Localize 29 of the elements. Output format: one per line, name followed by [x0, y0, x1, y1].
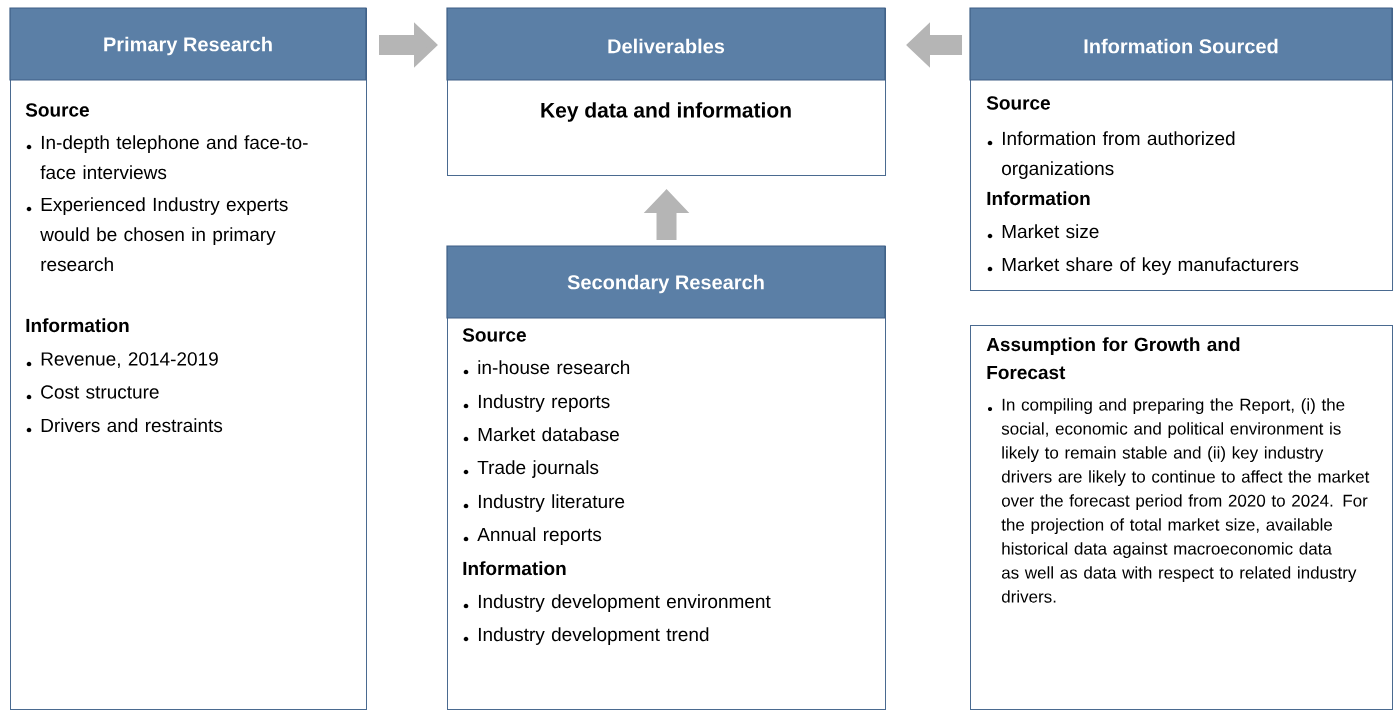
subheading: Information: [26, 318, 129, 333]
subheading: Source: [462, 328, 526, 342]
bullet-item: Annual reports: [477, 527, 602, 545]
header-band: Primary Research: [9, 7, 367, 81]
subheading: Information: [463, 561, 566, 576]
subheading: Information: [987, 191, 1090, 206]
bullet-item: in-house research: [478, 360, 630, 375]
paragraph: In compiling and preparing the Report, (i) the social, economic and political environment is likely to remain stable and (ii) key industry drivers are likely to continue to affect the market over the forecast period from 2020 to 2024. For the projection of total market size, available historical data against macroeconomic data as well as data with respect to related industry drivers.: [1001, 398, 1370, 603]
heading: Key data and information: [541, 102, 791, 122]
header-band: Deliverables: [446, 7, 886, 81]
bullet-item: In-depth telephone and face-to-face interviews: [40, 135, 308, 180]
subheading: Assumption for Growth and Forecast: [986, 337, 1240, 380]
bullet-item: Market database: [478, 427, 619, 442]
bullet-item: Industry literature: [478, 494, 625, 512]
bullet-item: Industry development trend: [478, 627, 709, 645]
bullet-item: Revenue, 2014-2019: [41, 352, 218, 368]
bullet-item: Market share of key manufacturers: [1002, 257, 1299, 275]
bullet-item: Trade journals: [477, 460, 599, 478]
subheading: Source: [25, 103, 89, 117]
subheading: Source: [986, 96, 1050, 110]
bullet-item: Market size: [1002, 224, 1099, 239]
bullet-item: Cost structure: [41, 385, 159, 399]
header-band: Secondary Research: [446, 245, 886, 319]
bullet-item: Industry development environment: [478, 594, 771, 612]
header-band: Information Sourced: [969, 7, 1393, 81]
bullet-item: Industry reports: [478, 394, 610, 412]
bullet-item: Experienced Industry experts would be chosen in primary research: [40, 197, 288, 272]
bullet-item: Information from authorized organizations: [1002, 131, 1235, 179]
bullet-item: Drivers and restraints: [41, 418, 223, 433]
